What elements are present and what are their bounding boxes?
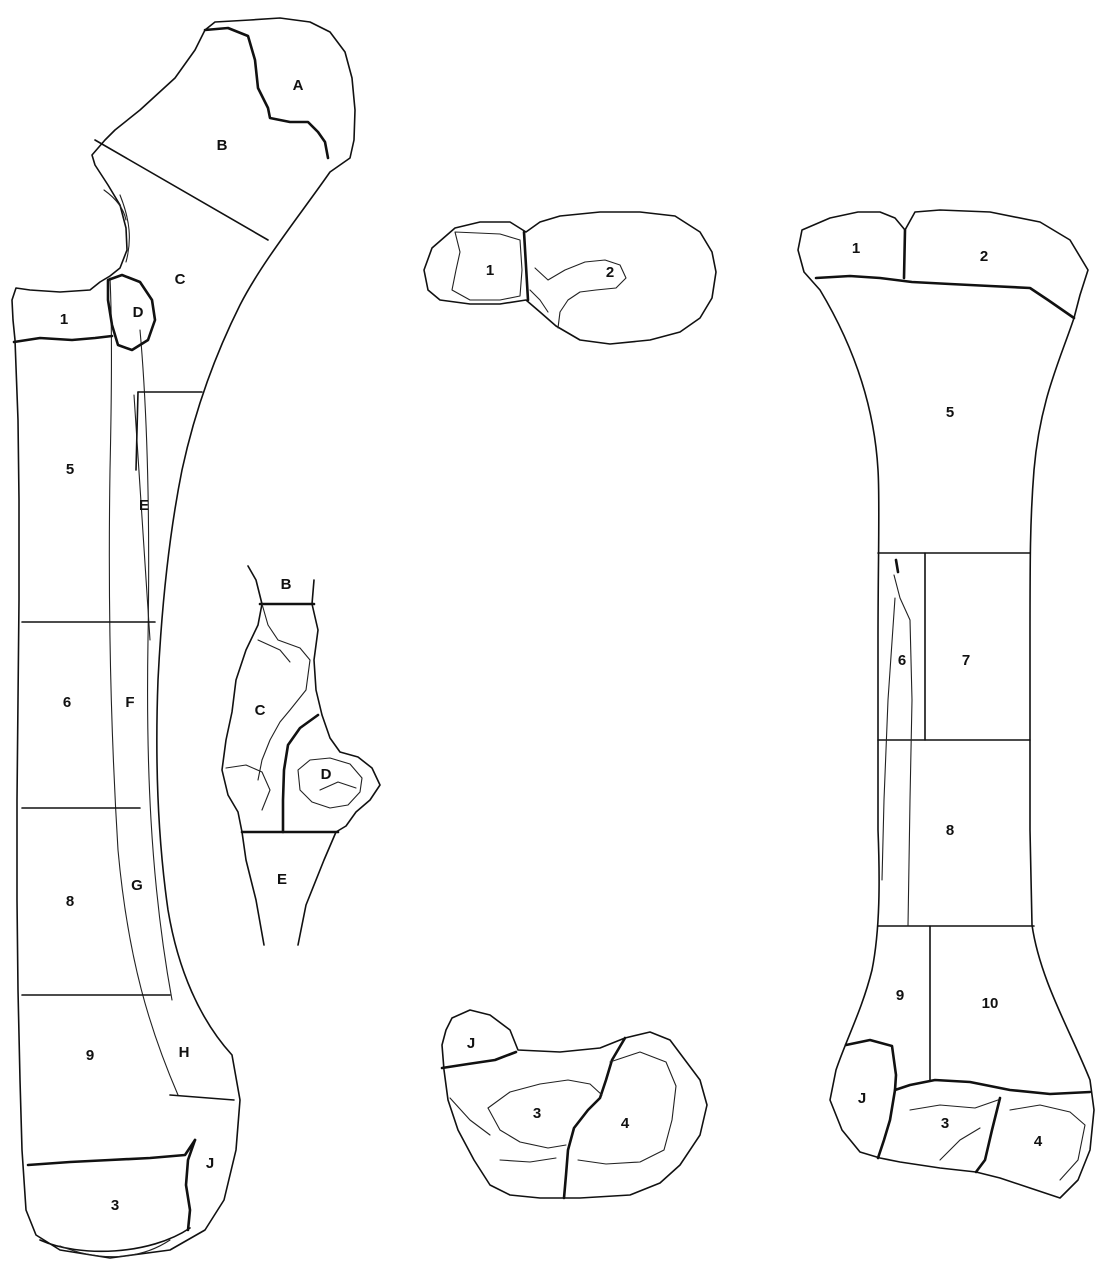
- label-ant-10: 10: [982, 995, 999, 1012]
- label-ant-J: J: [858, 1090, 866, 1107]
- anterior-shaft-contour-2: [882, 598, 895, 880]
- label-prox-1: 1: [486, 262, 494, 279]
- femur-head-neck-curve: [120, 195, 129, 262]
- label-detail-B: B: [281, 576, 292, 593]
- femur-distal-end-view: J 3 4: [442, 1010, 707, 1198]
- femur-anterior-view: 1 2 5 6 7 8 9 10 J 3 4: [798, 210, 1094, 1198]
- label-D: D: [133, 304, 144, 321]
- anterior-break-J-3: [878, 1090, 895, 1158]
- label-F: F: [125, 694, 134, 711]
- distal-facet-3-bottom: [488, 1108, 566, 1148]
- label-ant-8: 8: [946, 822, 954, 839]
- section-line-H-J: [170, 1095, 234, 1100]
- label-ant-1: 1: [852, 240, 860, 257]
- distal-condyle-curve: [40, 1228, 190, 1251]
- anterior-divider-1-2: [904, 230, 905, 278]
- label-J: J: [206, 1155, 214, 1172]
- anterior-foramen-mark: [896, 560, 898, 572]
- break-3-top: [28, 1140, 195, 1165]
- distal-facet-3-top: [488, 1080, 602, 1108]
- anterior-condyle-3-top: [910, 1100, 998, 1110]
- femur-lateral-view: A B C D 1 5 E 6 F G 8 9 H J 3: [12, 18, 355, 1258]
- label-8: 8: [66, 893, 74, 910]
- label-H: H: [179, 1044, 190, 1061]
- distal-contour-1: [450, 1098, 490, 1135]
- label-ant-4: 4: [1034, 1133, 1043, 1150]
- detail-D-inner: [320, 782, 356, 790]
- label-ant-6: 6: [898, 652, 906, 669]
- label-ant-3: 3: [941, 1115, 949, 1132]
- label-G: G: [131, 877, 143, 894]
- label-distal-J: J: [467, 1035, 475, 1052]
- break-1-top: [14, 336, 112, 342]
- label-E: E: [139, 497, 149, 514]
- label-1: 1: [60, 311, 68, 328]
- label-ant-7: 7: [962, 652, 970, 669]
- label-C: C: [175, 271, 186, 288]
- label-A: A: [293, 77, 304, 94]
- label-5: 5: [66, 461, 74, 478]
- label-ant-2: 2: [980, 248, 988, 265]
- distal-break-3-4: [564, 1038, 625, 1198]
- label-B: B: [217, 137, 228, 154]
- distal-end-outline: [442, 1010, 707, 1198]
- label-detail-D: D: [321, 766, 332, 783]
- anterior-condyle-3-inner: [940, 1128, 980, 1160]
- anterior-outline: [798, 210, 1094, 1198]
- detail-contour-1: [258, 604, 310, 780]
- proximal-end-contour: [530, 290, 548, 312]
- break-D-ring: [108, 275, 155, 350]
- label-6: 6: [63, 694, 71, 711]
- label-distal-4: 4: [621, 1115, 630, 1132]
- distal-facet-4: [578, 1052, 676, 1164]
- section-line-B-C: [95, 140, 268, 240]
- anterior-shaft-contour: [894, 575, 912, 926]
- label-detail-C: C: [255, 702, 266, 719]
- label-prox-2: 2: [606, 264, 614, 281]
- label-3: 3: [111, 1197, 119, 1214]
- detail-outline: [222, 566, 380, 945]
- label-ant-5: 5: [946, 404, 954, 421]
- label-distal-3: 3: [533, 1105, 541, 1122]
- detail-contour-2: [258, 640, 290, 662]
- distal-break-J: [442, 1052, 516, 1068]
- anterior-break-J: [846, 1040, 1090, 1094]
- femur-proximal-end-view: 1 2: [424, 212, 716, 344]
- anterior-break-1-2: [816, 276, 1074, 318]
- anterior-condyle-4-inner: [1010, 1105, 1085, 1180]
- femur-lateral-outline: [12, 18, 355, 1258]
- label-9: 9: [86, 1047, 94, 1064]
- proximal-end-divider: [524, 232, 528, 300]
- femur-proximal-detail: B C D E: [222, 566, 380, 945]
- detail-break-C-D: [283, 715, 318, 832]
- anterior-break-3-4: [976, 1098, 1000, 1172]
- distal-contour-2: [500, 1158, 556, 1162]
- label-ant-9: 9: [896, 987, 904, 1004]
- distal-condyle-inner: [60, 1240, 170, 1257]
- proximal-end-outline: [424, 212, 716, 344]
- label-detail-E: E: [277, 871, 287, 888]
